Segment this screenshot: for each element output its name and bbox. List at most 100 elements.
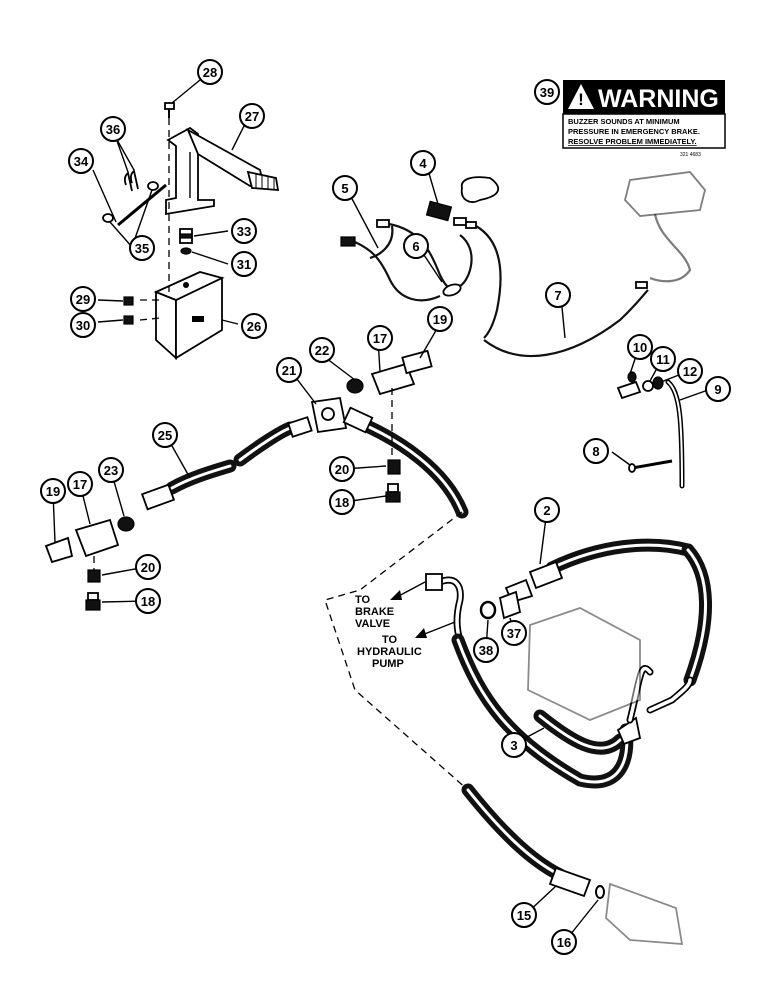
- callout-label: 19: [433, 312, 447, 327]
- pointer-brake-valve-line-3: VALVE: [355, 618, 390, 630]
- callout-5: 5: [332, 175, 358, 201]
- callout-39: 39: [534, 79, 560, 105]
- callout-17: 17: [367, 325, 393, 351]
- callout-circle: [329, 489, 355, 515]
- callout-label: 39: [540, 85, 554, 100]
- callout-label: 21: [282, 363, 296, 378]
- callout-27: 27: [239, 103, 265, 129]
- callout-23: 23: [98, 457, 124, 483]
- callout-18: 18: [329, 489, 355, 515]
- callout-label: 20: [141, 560, 155, 575]
- callout-label: 27: [245, 109, 259, 124]
- callout-6: 6: [403, 233, 429, 259]
- callout-circle: [70, 312, 96, 338]
- pointer-hydraulic-pump-line-1: TO: [382, 634, 398, 646]
- callout-circle: [231, 251, 257, 277]
- callout-circle: [309, 337, 335, 363]
- callout-label: 29: [76, 292, 90, 307]
- pointer-hydraulic-pump-line-2: HYDRAULIC: [357, 646, 422, 658]
- callout-label: 28: [203, 65, 217, 80]
- callout-19: 19: [40, 478, 66, 504]
- warning-line-2: PRESSURE IN EMERGENCY BRAKE.: [568, 127, 700, 136]
- callout-circle: [152, 422, 178, 448]
- callout-circle: [129, 235, 155, 261]
- callout-label: 22: [315, 343, 329, 358]
- callout-label: 3: [510, 738, 517, 753]
- callout-circle: [197, 59, 223, 85]
- wiring-harness: [340, 171, 706, 358]
- warning-decal: ! WARNING BUZZER SOUNDS AT MINIMUM PRESS…: [562, 80, 726, 158]
- callout-18: 18: [135, 588, 161, 614]
- callout-2: 2: [534, 497, 560, 523]
- callout-label: 38: [479, 643, 493, 658]
- callout-circle: [135, 588, 161, 614]
- callout-10: 10: [627, 334, 653, 360]
- leader-lines: [52, 79, 709, 941]
- callout-label: 17: [73, 477, 87, 492]
- warning-code: 321 4683: [680, 152, 701, 158]
- callout-31: 31: [231, 251, 257, 277]
- callout-label: 12: [683, 364, 697, 379]
- pointer-brake-valve-line-1: TO: [355, 594, 371, 606]
- svg-text:!: !: [578, 90, 584, 109]
- callout-label: 26: [247, 319, 261, 334]
- callout-label: 9: [714, 382, 721, 397]
- callout-label: 36: [106, 122, 120, 137]
- callout-11: 11: [650, 346, 676, 372]
- callout-26: 26: [241, 313, 267, 339]
- callout-circle: [67, 471, 93, 497]
- callout-circle: [534, 497, 560, 523]
- callout-7: 7: [545, 282, 571, 308]
- callout-12: 12: [677, 358, 703, 384]
- callout-circle: [241, 313, 267, 339]
- callout-label: 25: [158, 428, 172, 443]
- callout-20: 20: [135, 554, 161, 580]
- pointer-hydraulic-pump-line-3: PUMP: [372, 658, 404, 670]
- arrow-icon: [415, 628, 427, 638]
- callout-circle: [534, 79, 560, 105]
- callout-circle: [329, 456, 355, 482]
- callout-19: 19: [427, 306, 453, 332]
- callout-label: 5: [341, 181, 348, 196]
- callout-label: 4: [419, 156, 427, 171]
- callout-circle: [98, 457, 124, 483]
- callout-circle: [68, 148, 94, 174]
- callout-34: 34: [68, 148, 94, 174]
- callout-4: 4: [410, 150, 436, 176]
- callout-label: 18: [335, 495, 349, 510]
- callout-label: 7: [554, 288, 561, 303]
- callout-circle: [650, 346, 676, 372]
- pointer-brake-valve: TO BRAKE VALVE: [355, 581, 426, 630]
- pointer-brake-valve-line-2: BRAKE: [355, 606, 394, 618]
- callout-label: 2: [543, 503, 550, 518]
- callout-label: 31: [237, 257, 251, 272]
- callout-circle: [135, 554, 161, 580]
- callout-label: 33: [237, 224, 251, 239]
- callout-17: 17: [67, 471, 93, 497]
- callout-15: 15: [511, 902, 537, 928]
- callout-21: 21: [276, 357, 302, 383]
- callout-circle: [511, 902, 537, 928]
- callout-38: 38: [473, 637, 499, 663]
- warning-line-1: BUZZER SOUNDS AT MINIMUM: [568, 117, 680, 126]
- callout-28: 28: [197, 59, 223, 85]
- callout-9: 9: [705, 376, 731, 402]
- callout-25: 25: [152, 422, 178, 448]
- callout-circle: [627, 334, 653, 360]
- callout-label: 15: [517, 908, 531, 923]
- brake-lever-assembly: [102, 102, 280, 361]
- callout-circle: [427, 306, 453, 332]
- callout-circle: [367, 325, 393, 351]
- pressure-sender-assembly: [616, 371, 685, 489]
- callout-circle: [551, 929, 577, 955]
- callout-label: 37: [507, 626, 521, 641]
- callout-label: 30: [76, 318, 90, 333]
- callout-22: 22: [309, 337, 335, 363]
- callout-circle: [677, 358, 703, 384]
- warning-title: WARNING: [598, 85, 719, 113]
- callout-label: 8: [592, 444, 599, 459]
- upper-hose-assembly: [44, 349, 469, 611]
- callout-circle: [403, 233, 429, 259]
- callout-30: 30: [70, 312, 96, 338]
